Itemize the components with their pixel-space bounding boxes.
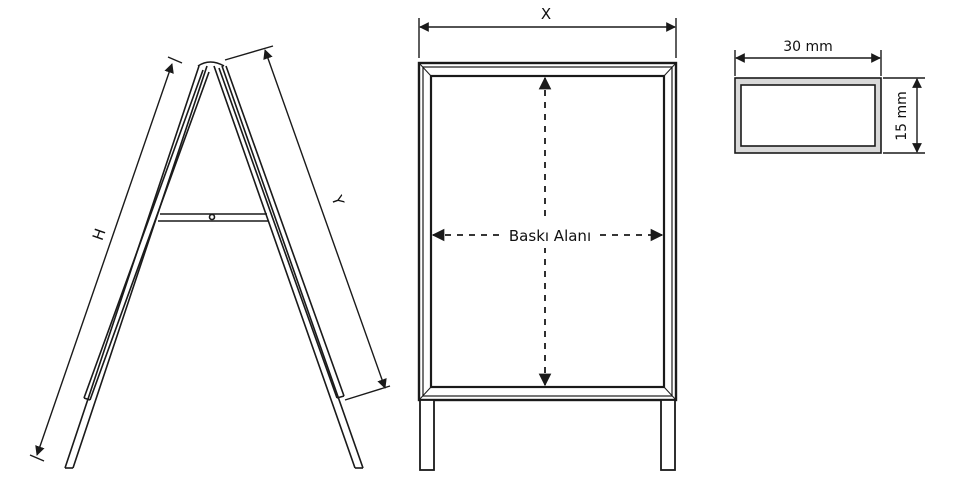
top-hinge: [197, 61, 225, 67]
profile-section: [734, 50, 925, 154]
left-leg: [64, 65, 208, 469]
print-area-label: Baskı Alanı: [509, 227, 591, 245]
panel-length-dimension: [224, 45, 391, 401]
front-leg-left: [419, 399, 435, 471]
width-dimension: [418, 18, 677, 58]
print-area-arrows: [431, 76, 664, 387]
front-view: [417, 18, 678, 471]
height-dimension: [29, 56, 183, 462]
crossbar: [158, 213, 269, 222]
profile-height-dimension: [883, 77, 925, 154]
profile-height-label: 15 mm: [894, 91, 910, 141]
front-legs: [419, 399, 676, 471]
profile-inner: [740, 84, 876, 147]
outer-frame: [417, 61, 678, 402]
height-label: H: [89, 226, 110, 243]
panel-length-label: Y: [327, 192, 348, 208]
side-view: [29, 45, 391, 469]
profile-width-label: 30 mm: [783, 39, 833, 55]
width-label: X: [541, 5, 551, 23]
front-leg-right: [660, 399, 676, 471]
right-leg: [213, 65, 364, 469]
right-panel: [218, 65, 345, 399]
profile-width-dimension: [734, 50, 882, 76]
frame-miters: [418, 62, 677, 401]
print-area-label-bg: [500, 222, 600, 248]
frame-profile: [422, 66, 673, 397]
